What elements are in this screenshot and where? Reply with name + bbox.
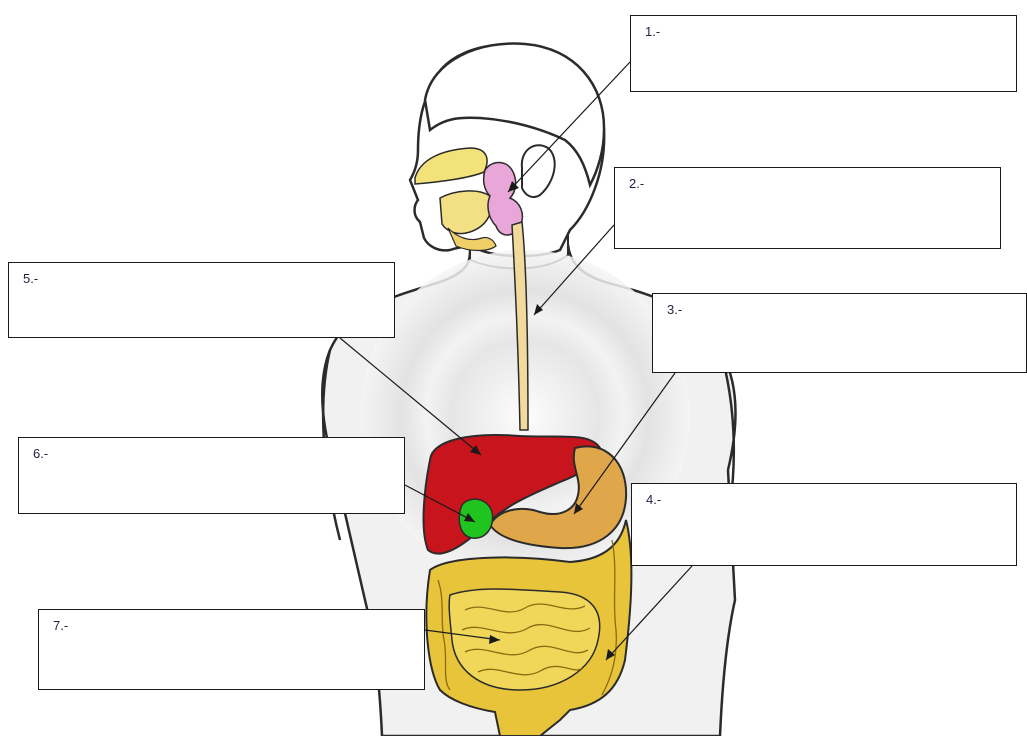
label-box-5[interactable]: 5.- — [8, 262, 395, 338]
label-box-7[interactable]: 7.- — [38, 609, 425, 690]
label-number-7: 7.- — [53, 618, 424, 633]
label-box-2[interactable]: 2.- — [614, 167, 1001, 249]
label-number-6: 6.- — [33, 446, 404, 461]
label-box-4[interactable]: 4.- — [631, 483, 1017, 566]
label-box-3[interactable]: 3.- — [652, 293, 1027, 373]
label-number-4: 4.- — [646, 492, 1016, 507]
gallbladder — [459, 499, 492, 538]
label-number-2: 2.- — [629, 176, 1000, 191]
label-box-6[interactable]: 6.- — [18, 437, 405, 514]
label-number-3: 3.- — [667, 302, 1026, 317]
label-box-1[interactable]: 1.- — [630, 15, 1017, 92]
label-number-1: 1.- — [645, 24, 1016, 39]
label-number-5: 5.- — [23, 271, 394, 286]
